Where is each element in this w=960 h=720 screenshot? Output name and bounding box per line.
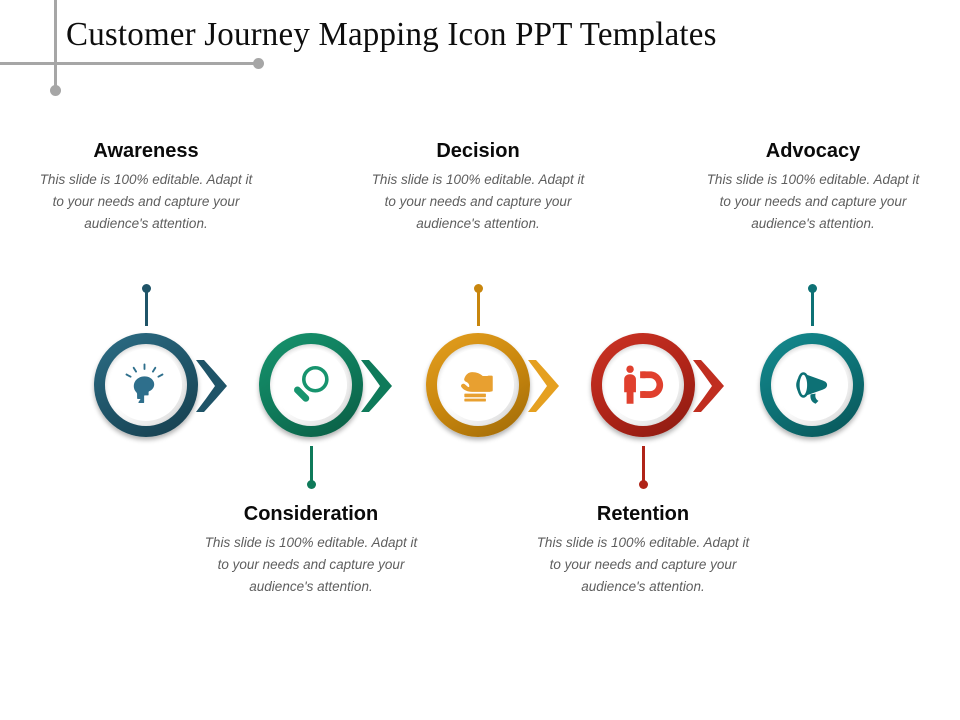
icon-plate-retention <box>607 349 679 421</box>
callout-heading-consideration: Consideration <box>243 503 379 525</box>
chevron-right-icon-1 <box>196 360 227 412</box>
stage-node-decision[interactable] <box>426 333 559 437</box>
page-title: Customer Journey Mapping Icon PPT Templa… <box>66 16 717 53</box>
magnet-person-icon <box>624 365 664 404</box>
chevron-right-icon-2 <box>361 360 392 412</box>
icon-plate-awareness <box>110 349 182 421</box>
stem-dot-advocacy <box>808 284 817 293</box>
callout-advocacy: Advocacy This slide is 100% editable. Ad… <box>688 140 938 235</box>
callout-body-advocacy: This slide is 100% editable. Adapt it to… <box>706 172 920 231</box>
stem-dot-retention <box>639 480 648 489</box>
callout-heading-retention: Retention <box>596 503 690 525</box>
stem-advocacy <box>811 288 814 326</box>
callout-heading-awareness: Awareness <box>93 140 199 162</box>
chevron-right-icon-4 <box>693 360 724 412</box>
callout-body-decision: This slide is 100% editable. Adapt it to… <box>371 172 585 231</box>
icon-plate-advocacy <box>776 349 848 421</box>
stage-node-consideration[interactable] <box>259 333 392 437</box>
stage-node-advocacy[interactable] <box>760 333 864 437</box>
hand-card-icon <box>461 372 493 402</box>
callout-body-retention: This slide is 100% editable. Adapt it to… <box>536 535 750 594</box>
chevron-right-icon-3 <box>528 360 559 412</box>
slide-title-block: Customer Journey Mapping Icon PPT Templa… <box>0 0 960 110</box>
stem-dot-consideration <box>307 480 316 489</box>
megaphone-icon <box>796 372 828 404</box>
title-vertical-rule <box>54 0 57 90</box>
callout-retention: Retention This slide is 100% editable. A… <box>518 503 768 598</box>
stem-decision <box>477 288 480 326</box>
callout-decision: Decision This slide is 100% editable. Ad… <box>353 140 603 235</box>
title-horizontal-rule-dot <box>253 58 264 69</box>
stage-node-awareness[interactable] <box>94 333 227 437</box>
callout-heading-decision: Decision <box>436 140 520 162</box>
callout-awareness: Awareness This slide is 100% editable. A… <box>21 140 271 235</box>
stage-node-retention[interactable] <box>591 333 724 437</box>
icon-plate-decision <box>442 349 514 421</box>
stem-consideration <box>310 446 313 484</box>
stem-dot-awareness <box>142 284 151 293</box>
callout-consideration: Consideration This slide is 100% editabl… <box>186 503 436 598</box>
callout-heading-advocacy: Advocacy <box>765 140 861 162</box>
stem-retention <box>642 446 645 484</box>
callout-body-consideration: This slide is 100% editable. Adapt it to… <box>204 535 418 594</box>
head-idea-icon <box>125 363 164 404</box>
title-vertical-rule-dot <box>50 85 61 96</box>
magnifier-icon <box>294 365 329 402</box>
title-horizontal-rule <box>0 62 258 65</box>
callout-body-awareness: This slide is 100% editable. Adapt it to… <box>39 172 253 231</box>
icon-plate-consideration <box>275 349 347 421</box>
stem-awareness <box>145 288 148 326</box>
stem-dot-decision <box>474 284 483 293</box>
